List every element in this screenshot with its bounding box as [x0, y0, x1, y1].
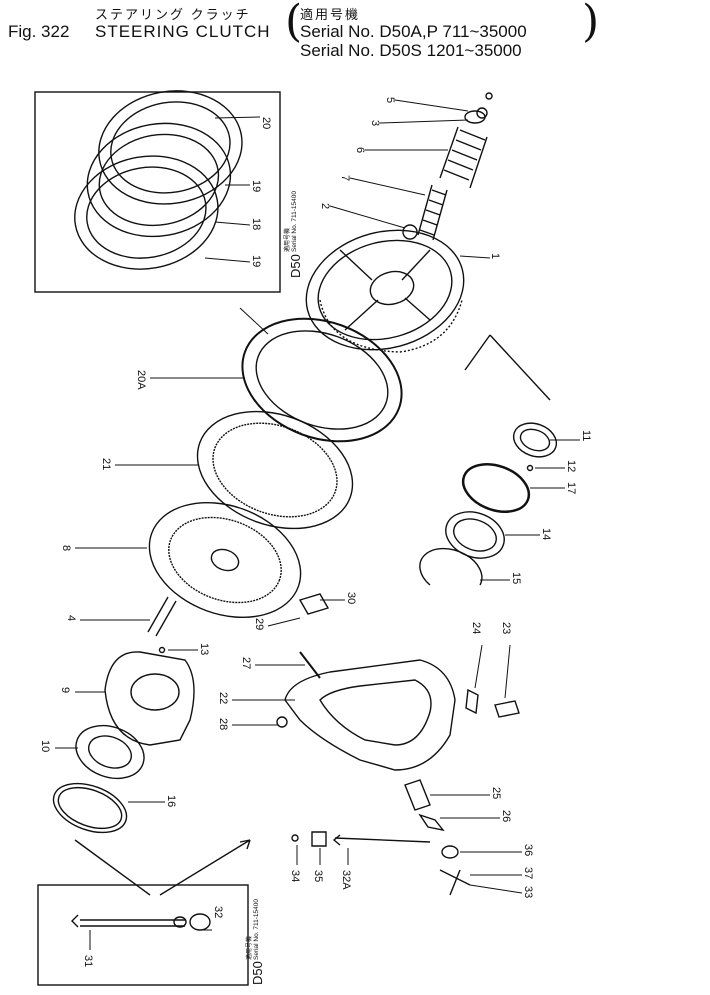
- label-part-19-upper: 19: [250, 180, 262, 192]
- figure-number: Fig. 322: [8, 22, 70, 41]
- label-part-12: 12: [565, 460, 577, 472]
- label-part-20: 20: [260, 117, 272, 129]
- label-part-4: 4: [65, 615, 77, 621]
- label-part-30: 30: [345, 592, 357, 604]
- label-part-3: 3: [369, 120, 381, 126]
- spring-assembly: [329, 92, 493, 241]
- label-part-11: 11: [580, 430, 592, 441]
- label-part-18: 18: [250, 218, 262, 230]
- label-part-20a: 20A: [135, 370, 147, 390]
- paren-close: ): [582, 0, 600, 47]
- linkage-parts: [404, 779, 523, 896]
- label-part-19-lower: 19: [250, 255, 262, 267]
- label-part-25: 25: [490, 787, 502, 799]
- ring-16: [52, 782, 165, 834]
- label-part-5: 5: [384, 97, 396, 103]
- label-part-7: 7: [339, 175, 351, 181]
- label-part-17: 17: [565, 482, 577, 494]
- inset-bottom-model: D50: [250, 961, 265, 985]
- title-english: STEERING CLUTCH: [95, 22, 271, 41]
- paren-open: (: [285, 0, 303, 47]
- title-japanese: ステアリング クラッチ: [95, 7, 251, 22]
- label-part-6: 6: [354, 147, 366, 153]
- label-part-31: 31: [82, 955, 94, 967]
- seal-ring-group: [419, 334, 580, 586]
- label-part-33: 33: [522, 886, 534, 898]
- inset-box-bottom: [37, 839, 251, 986]
- label-part-27: 27: [240, 657, 252, 669]
- label-part-15: 15: [510, 572, 522, 584]
- label-part-2: 2: [319, 203, 331, 209]
- label-part-14: 14: [540, 528, 552, 540]
- label-part-1: 1: [489, 253, 501, 259]
- label-part-10: 10: [39, 740, 51, 752]
- applicability-japanese: 適用号機: [300, 7, 361, 22]
- label-part-24: 24: [470, 622, 482, 634]
- inset-top-serial: Serial No. 711-15400: [291, 191, 298, 252]
- inset-bottom-model-jp: 適用号機: [245, 936, 253, 960]
- bearing-housing-9: [75, 646, 198, 746]
- yoke-22: [232, 644, 520, 771]
- label-part-37: 37: [522, 867, 534, 879]
- label-part-9: 9: [59, 687, 71, 693]
- pin-and-bolts: [80, 593, 345, 637]
- clutch-drum: [305, 229, 491, 353]
- hub-plate-8: [75, 501, 302, 619]
- inset-top-model: D50: [288, 254, 303, 278]
- label-part-36: 36: [522, 844, 534, 856]
- plate-21: [115, 410, 354, 530]
- label-part-23: 23: [500, 622, 512, 634]
- inset-bottom-serial: Serial No. 711-15400: [253, 899, 260, 960]
- label-part-16: 16: [165, 795, 177, 807]
- serial-range-d50a: Serial No. D50A,P 711~35000: [300, 22, 527, 41]
- label-part-8: 8: [60, 545, 72, 551]
- label-part-13: 13: [198, 643, 210, 655]
- friction-disc-20a: [150, 307, 403, 443]
- label-part-21: 21: [100, 458, 112, 470]
- label-part-29: 29: [253, 618, 265, 630]
- serial-range-d50s: Serial No. D50S 1201~35000: [300, 41, 522, 60]
- label-part-28: 28: [217, 718, 229, 730]
- label-part-32: 32: [212, 906, 224, 918]
- bearing-10: [55, 724, 145, 780]
- label-part-34: 34: [289, 870, 301, 882]
- inset-top-model-jp: 適用号機: [283, 228, 291, 252]
- label-part-22: 22: [217, 692, 229, 704]
- label-part-32a: 32A: [340, 870, 352, 890]
- inset-box-top: [34, 90, 281, 293]
- label-part-26: 26: [500, 810, 512, 822]
- rod-assembly: [291, 831, 431, 865]
- label-part-35: 35: [312, 870, 324, 882]
